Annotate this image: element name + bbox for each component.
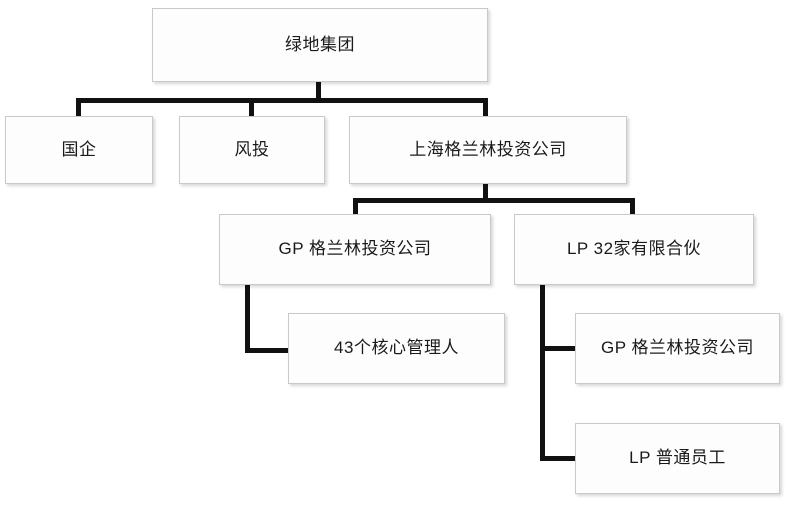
- node-soe[interactable]: 国企: [5, 116, 153, 184]
- node-gp-gelanlin[interactable]: GP 格兰林投资公司: [219, 214, 491, 285]
- node-gp-gelanlin-label: GP 格兰林投资公司: [278, 239, 432, 259]
- node-shanghai-gelanlin-label: 上海格兰林投资公司: [409, 139, 567, 159]
- connector-lp32-to-gp2: [540, 346, 580, 351]
- node-lp-32-partnerships-label: LP 32家有限合伙: [566, 239, 702, 259]
- node-soe-label: 国企: [61, 139, 97, 159]
- node-gp-gelanlin-2[interactable]: GP 格兰林投资公司: [575, 313, 780, 384]
- connector-root-to-vc: [249, 98, 254, 116]
- connector-shgll-bus: [353, 198, 635, 203]
- connector-shgll-to-gp: [353, 198, 358, 214]
- node-shanghai-gelanlin[interactable]: 上海格兰林投资公司: [349, 116, 627, 184]
- node-lp-staff-label: LP 普通员工: [629, 448, 726, 468]
- connector-shgll-stem: [483, 184, 488, 201]
- connector-root-to-shgll: [483, 98, 488, 116]
- connector-root-stem: [316, 82, 321, 102]
- node-43-core-managers[interactable]: 43个核心管理人: [288, 313, 505, 384]
- connector-gp-to-core43: [245, 348, 293, 353]
- connector-shgll-to-lp32: [630, 198, 635, 214]
- node-root-label: 绿地集团: [285, 34, 355, 54]
- connector-root-to-soe: [76, 98, 81, 116]
- connector-gp-stem: [245, 285, 250, 353]
- connector-root-bus: [76, 98, 488, 103]
- node-root[interactable]: 绿地集团: [152, 8, 488, 82]
- connector-lp32-to-lpstaff: [540, 456, 580, 461]
- node-lp-staff[interactable]: LP 普通员工: [575, 423, 780, 494]
- connector-lp32-spine: [540, 285, 545, 461]
- node-vc-label: 风投: [234, 139, 270, 159]
- node-gp-gelanlin-2-label: GP 格兰林投资公司: [601, 338, 754, 358]
- node-43-core-managers-label: 43个核心管理人: [334, 338, 459, 358]
- node-lp-32-partnerships[interactable]: LP 32家有限合伙: [514, 214, 754, 285]
- node-vc[interactable]: 风投: [179, 116, 325, 184]
